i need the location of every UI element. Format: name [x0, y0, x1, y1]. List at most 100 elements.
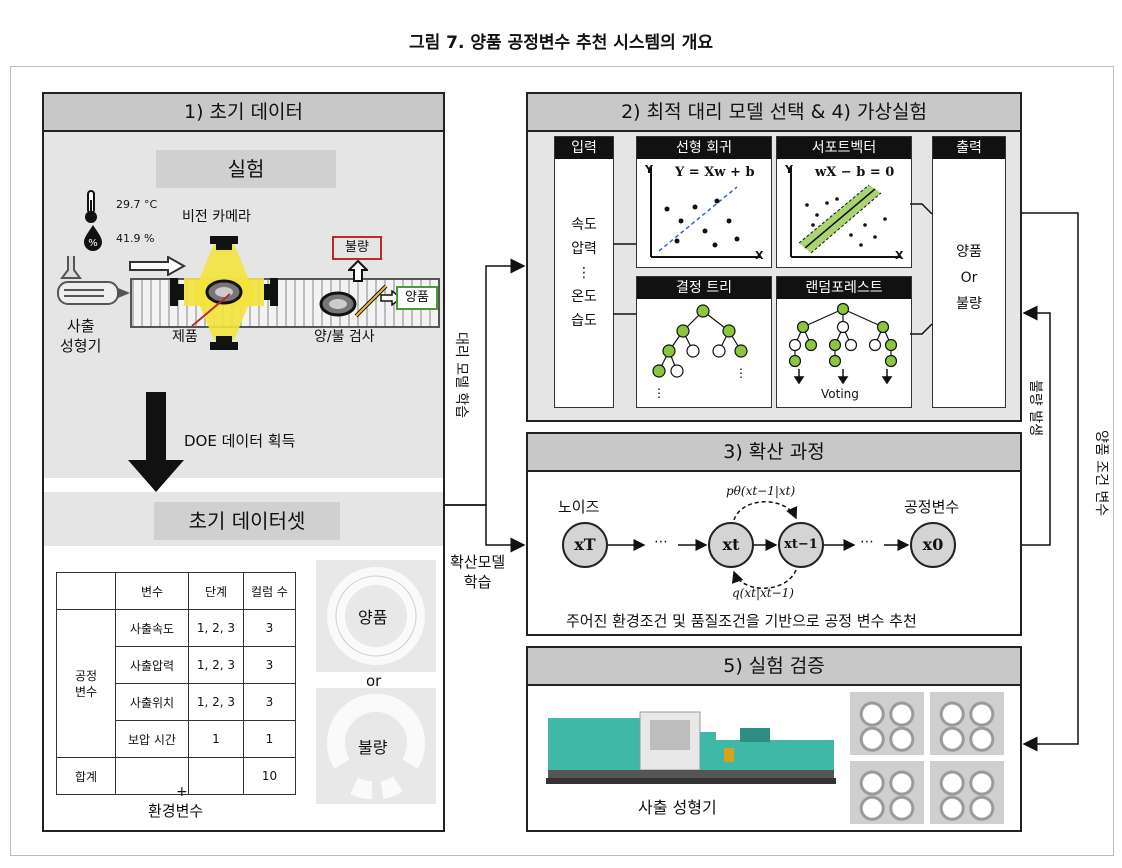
noise-label: 노이즈 [558, 498, 600, 516]
svg-text:%: % [88, 238, 98, 249]
dataset-title: 초기 데이터셋 [154, 502, 340, 540]
good-result-label: 양품 [405, 290, 429, 305]
output-item: 불량 [956, 296, 982, 312]
model-connector-lines [613, 203, 933, 335]
svm-equation: wX − b = 0 [815, 165, 895, 180]
linreg-x-axis: X [755, 249, 764, 262]
tree-title: 결정 트리 [637, 277, 771, 299]
figure-caption: 그림 7. 양품 공정변수 추천 시스템의 개요 [408, 33, 714, 53]
input-item: 습도 [571, 313, 597, 329]
output-item: 양품 [956, 244, 982, 260]
svg-text:⋮: ⋮ [735, 366, 747, 380]
bad-product-photo: 불량 [316, 688, 436, 804]
linreg-equation: Y = Xw + b [675, 165, 755, 180]
output-list: 양품 Or 불량 [933, 239, 1005, 317]
table-cell: 3 [243, 609, 296, 647]
random-forest-icon [788, 302, 898, 385]
forward-process-label: q(xt|xt−1) [732, 586, 794, 600]
table-cell: 1 [188, 720, 244, 758]
node-xT: xT [562, 522, 608, 568]
result-photo [930, 761, 1004, 824]
diffusion-arrows [608, 501, 910, 589]
output-title: 출력 [933, 137, 1005, 159]
linreg-box: 선형 회귀 Y X Y = Xw + b [636, 136, 772, 268]
decision-tree-icon: ⋮ ⋮ [652, 304, 748, 400]
result-photo [930, 692, 1004, 755]
surrogate-title: 2) 최적 대리 모델 선택 & 4) 가상실험 [528, 94, 1020, 132]
params-label: 공정변수 [904, 498, 960, 516]
good-ring-icon [327, 567, 425, 665]
bad-ring-icon [327, 694, 425, 799]
node-xt: xt [708, 522, 754, 568]
input-item: 온도 [571, 289, 597, 305]
output-box: 출력 양품 Or 불량 [932, 136, 1006, 408]
table-row: 공정 변수 사출속도 1, 2, 3 3 [56, 609, 296, 758]
bad-result-box: 불량 [332, 236, 382, 260]
output-item: Or [960, 270, 978, 286]
table-header-row: 변수 단계 컬럼 수 [56, 572, 296, 610]
table-cell [115, 757, 189, 795]
table-cell: 1, 2, 3 [188, 646, 244, 684]
reverse-process-label: pθ(xt−1|xt) [726, 484, 796, 498]
product-pointer-icon [191, 293, 231, 327]
diffusion-panel: 3) 확산 과정 노이즈 공정변수 xT xt xt−1 x0 ⋯ ⋯ pθ(x… [526, 432, 1022, 636]
node-x0: x0 [910, 522, 956, 568]
table-cell: 1, 2, 3 [188, 609, 244, 647]
linreg-title: 선형 회귀 [637, 137, 771, 159]
linreg-y-axis: Y [645, 163, 653, 176]
humidity-icon: % [84, 225, 102, 251]
bad-result-label: 불량 [345, 240, 369, 255]
conveyor-belt [130, 278, 440, 328]
linreg-plot [650, 167, 761, 258]
svm-box: 서포트벡터 Y X wX − b = 0 [776, 136, 912, 268]
diffusion-description: 주어진 환경조건 및 품질조건을 기반으로 공정 변수 추천 [566, 612, 917, 630]
inspection-label: 양/불 검사 [314, 329, 375, 345]
plus-sign: + [176, 784, 188, 800]
initial-data-panel: 1) 초기 데이터 실험 29.7 °C % 41.9 % 비전 카메라 사출 … [42, 92, 445, 832]
doe-down-arrow-icon [128, 392, 184, 492]
diffusion-title: 3) 확산 과정 [528, 434, 1020, 472]
table-cell: 보압 시간 [115, 720, 189, 758]
svm-y-axis: Y [785, 163, 793, 176]
bad-feedback-label: 불량 발생 [1027, 380, 1043, 436]
machine-label: 사출 성형기 [60, 317, 102, 355]
injection-nozzle-icon [57, 256, 130, 305]
voting-label: Voting [821, 387, 859, 401]
table-row: 사출위치 1, 2, 3 3 [57, 683, 296, 721]
humidity-value: 41.9 % [116, 232, 155, 245]
bad-photo-label: 불량 [358, 738, 388, 757]
ellipsis-left: ⋯ [654, 534, 668, 550]
temperature-value: 29.7 °C [116, 198, 158, 211]
variable-table: 변수 단계 컬럼 수 공정 변수 사출속도 1, 2, 3 3 사출압력 1, … [56, 572, 296, 795]
total-label: 합계 [56, 757, 116, 795]
product-label: 제품 [172, 329, 198, 345]
good-photo-label: 양품 [358, 608, 388, 627]
table-row: 사출압력 1, 2, 3 3 [57, 646, 296, 684]
tree-box: 결정 트리 ⋮ ⋮ [636, 276, 772, 408]
table-cell: 3 [243, 683, 296, 721]
or-label: or [366, 672, 382, 690]
injection-machine-icon [546, 711, 836, 784]
input-box: 입력 속도 압력 ⋮ 온도 습도 [554, 136, 614, 408]
svm-x-axis: X [895, 249, 904, 262]
validation-title: 5) 실험 검증 [528, 648, 1020, 686]
conveyor-arrow-icon [129, 256, 187, 276]
input-title: 입력 [555, 137, 613, 159]
ellipsis-right: ⋯ [860, 534, 874, 550]
good-conditions-label: 양품 조건 변수 [1093, 430, 1109, 517]
table-cell: 3 [243, 646, 296, 684]
svg-text:⋮: ⋮ [653, 386, 665, 400]
result-photo [850, 692, 924, 755]
surrogate-panel: 2) 최적 대리 모델 선택 & 4) 가상실험 입력 속도 압력 ⋮ 온도 습… [526, 92, 1022, 422]
table-header: 컬럼 수 [243, 572, 296, 610]
up-arrow-icon [348, 260, 368, 282]
table-row: 보압 시간 1 1 [57, 720, 296, 758]
svm-title: 서포트벡터 [777, 137, 911, 159]
input-item: 압력 [571, 241, 597, 257]
good-result-box: 양품 [396, 286, 438, 310]
node-xt-1: xt−1 [778, 522, 824, 568]
figure-frame [10, 66, 1114, 856]
input-item: 속도 [571, 217, 597, 233]
table-cell: 사출위치 [115, 683, 189, 721]
